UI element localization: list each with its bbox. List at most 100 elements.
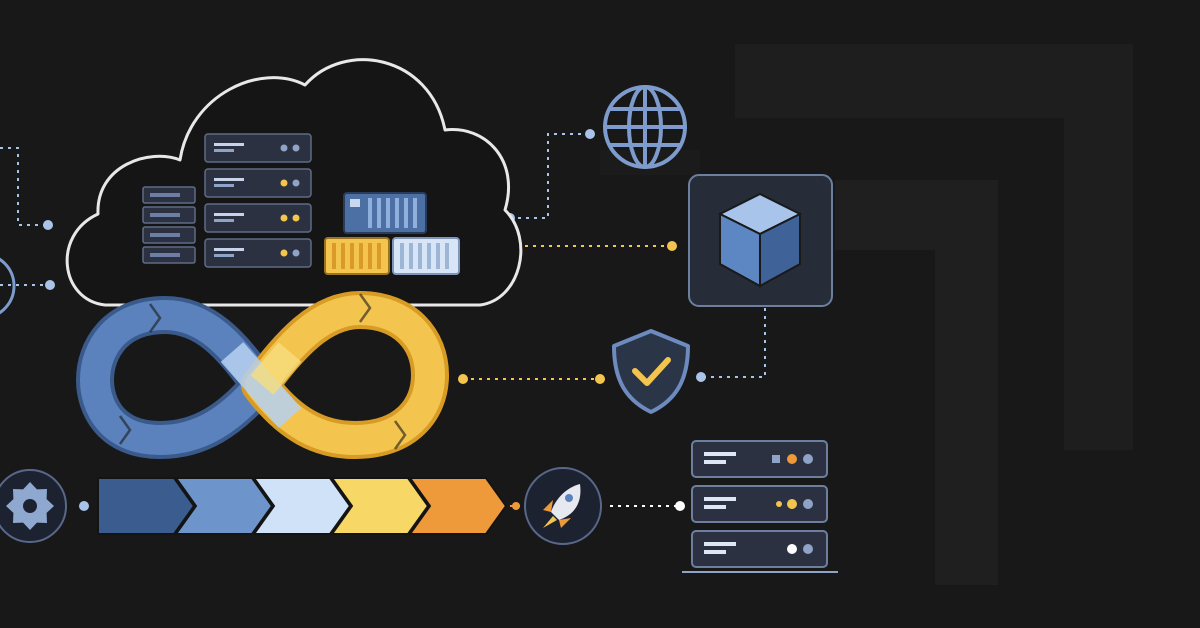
container-rib bbox=[395, 198, 399, 228]
shield-check-icon bbox=[612, 329, 690, 414]
infinity-crossover bbox=[220, 342, 302, 428]
infinity-arrow-tick bbox=[358, 293, 372, 323]
rocket-fins bbox=[543, 500, 571, 528]
frame-outer bbox=[735, 44, 1133, 450]
globe-parallels bbox=[609, 107, 681, 147]
infinity-loop-group bbox=[75, 290, 450, 460]
server-status-led bbox=[803, 544, 813, 554]
container-rib bbox=[368, 198, 372, 228]
rack-server-unit bbox=[204, 238, 312, 268]
infinity-left-loop bbox=[79, 299, 275, 456]
shield-checkmark bbox=[632, 357, 671, 386]
container-rib bbox=[418, 243, 422, 269]
rocket-flame bbox=[543, 516, 557, 528]
server-rack-icon bbox=[691, 485, 828, 523]
container-rib bbox=[377, 198, 381, 228]
rack-server-line-b bbox=[214, 149, 234, 152]
container-rib bbox=[409, 243, 413, 269]
connector-left-top bbox=[0, 147, 44, 226]
connector-cloud-globe bbox=[510, 133, 584, 219]
container-rib bbox=[386, 198, 390, 228]
rack-status-led bbox=[280, 214, 288, 222]
infinity-arrow-tick bbox=[118, 415, 132, 445]
connector-dot-gear bbox=[79, 501, 89, 511]
side-server-line bbox=[150, 253, 180, 257]
rack-server-line-b bbox=[214, 219, 234, 222]
side-server-line bbox=[150, 213, 180, 217]
connector-dot-left-top bbox=[43, 220, 53, 230]
rack-server-line-b bbox=[214, 184, 234, 187]
container-rib bbox=[350, 243, 354, 269]
rack-status-led bbox=[292, 179, 300, 187]
container-label bbox=[350, 199, 360, 207]
server-stack-group bbox=[682, 440, 838, 573]
container-rib bbox=[427, 243, 431, 269]
partial-node-icon bbox=[0, 257, 16, 315]
rack-server-line-b bbox=[214, 254, 234, 257]
server-rack-icon bbox=[691, 440, 828, 478]
pipeline-stage-1 bbox=[97, 477, 196, 535]
pipeline-stage-4 bbox=[330, 477, 430, 535]
container-rib bbox=[341, 243, 345, 269]
container-rib bbox=[413, 198, 417, 228]
server-status-led bbox=[787, 544, 797, 554]
container-rib bbox=[359, 243, 363, 269]
server-line-a bbox=[704, 497, 736, 501]
server-line-b bbox=[704, 460, 726, 464]
infinity-arrow-tick bbox=[148, 303, 162, 333]
frame-inner bbox=[835, 180, 998, 585]
connector-dot-shield-left bbox=[595, 374, 605, 384]
rocket-window bbox=[565, 494, 573, 502]
rack-server-unit bbox=[204, 133, 312, 163]
server-line-a bbox=[704, 542, 736, 546]
infinity-arrow-tick bbox=[393, 420, 407, 450]
infinity-right-loop bbox=[245, 294, 446, 456]
pipeline-stage-5 bbox=[408, 477, 508, 535]
connector-dot-globe bbox=[585, 129, 595, 139]
container-rib bbox=[445, 243, 449, 269]
rack-server-unit bbox=[204, 203, 312, 233]
server-indicator bbox=[772, 455, 780, 463]
rack-status-led bbox=[292, 249, 300, 257]
server-status-led bbox=[787, 499, 797, 509]
server-status-led bbox=[787, 454, 797, 464]
node-icons bbox=[603, 85, 833, 414]
server-line-b bbox=[704, 550, 726, 554]
rack-status-led bbox=[292, 144, 300, 152]
pipeline-stage-3 bbox=[252, 477, 352, 535]
connector-dot-stack bbox=[675, 501, 685, 511]
pipeline-group bbox=[0, 467, 602, 545]
rocket-icon bbox=[551, 484, 581, 520]
server-status-led bbox=[803, 454, 813, 464]
container-rib bbox=[436, 243, 440, 269]
rack-status-led bbox=[280, 249, 288, 257]
container-rib bbox=[377, 243, 381, 269]
rack-server-line-a bbox=[214, 248, 244, 251]
rack-server-unit bbox=[204, 168, 312, 198]
server-line-a bbox=[704, 452, 736, 456]
container-rib bbox=[404, 198, 408, 228]
rack-server-line-a bbox=[214, 178, 244, 181]
connector-dot-cloud-cube-b bbox=[667, 241, 677, 251]
rack-status-led bbox=[280, 144, 288, 152]
server-line-b bbox=[704, 505, 726, 509]
connector-dot-infinity bbox=[458, 374, 468, 384]
server-indicator bbox=[776, 501, 782, 507]
container-rib bbox=[400, 243, 404, 269]
pipeline-stage-2 bbox=[174, 477, 274, 535]
side-server-line bbox=[150, 193, 180, 197]
side-server-line bbox=[150, 233, 180, 237]
server-rack-icon bbox=[691, 530, 828, 568]
container-rib bbox=[332, 243, 336, 269]
container-rib bbox=[368, 243, 372, 269]
rack-status-led bbox=[280, 179, 288, 187]
infinity-crossover-b bbox=[250, 342, 302, 395]
connector-dot-left-mid bbox=[45, 280, 55, 290]
cube-face-right bbox=[759, 212, 801, 288]
connector-shield-cube bbox=[703, 308, 766, 378]
connector-dot-shield-right bbox=[696, 372, 706, 382]
gear-hub bbox=[23, 499, 37, 513]
cloud-group bbox=[65, 58, 523, 307]
